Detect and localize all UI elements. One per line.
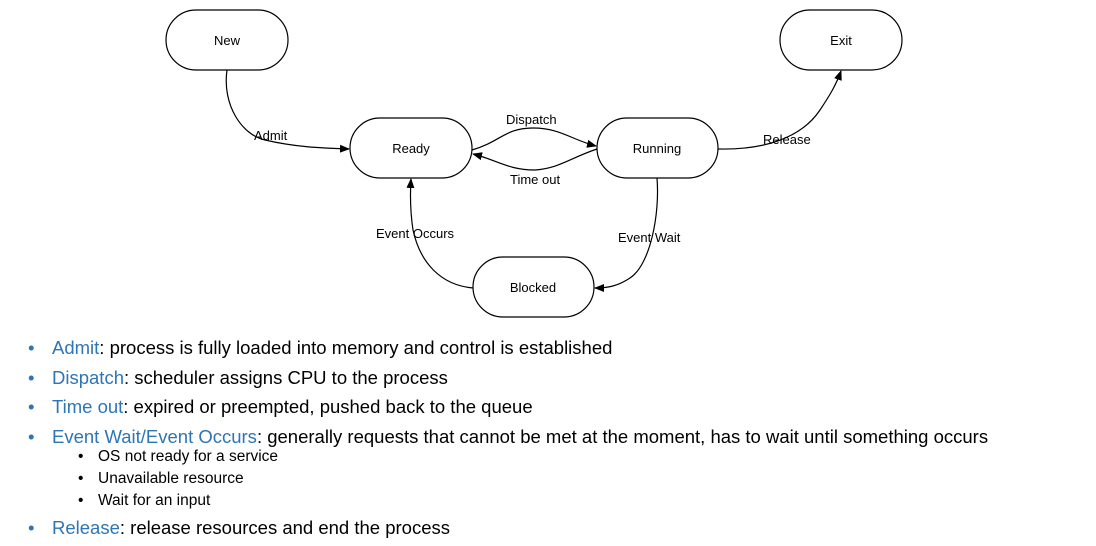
state-exit[interactable]: Exit [779, 9, 903, 71]
label-dispatch: Dispatch [506, 112, 557, 127]
state-running-label: Running [633, 141, 681, 156]
edge-timeout [472, 148, 598, 171]
label-admit: Admit [254, 128, 288, 143]
label-timeout: Time out [510, 172, 560, 187]
list-item: OS not ready for a service [78, 446, 1088, 468]
definition-text: : expired or preempted, pushed back to t… [123, 396, 533, 417]
label-event-wait: Event Wait [618, 230, 681, 245]
definition-release: Release: release resources and end the p… [28, 513, 1088, 543]
edge-dispatch [471, 127, 597, 151]
definition-admit: Admit: process is fully loaded into memo… [28, 333, 1088, 363]
definition-text: : scheduler assigns CPU to the process [123, 366, 448, 388]
state-ready-label: Ready [392, 141, 430, 156]
label-release: Release [763, 132, 811, 147]
edge-event-occurs [406, 178, 474, 289]
definition-dispatch: Dispatch: scheduler assigns CPU to the p… [28, 363, 1088, 393]
state-ready[interactable]: Ready [349, 117, 473, 179]
state-running[interactable]: Running [596, 117, 719, 179]
edge-release [717, 70, 842, 150]
state-blocked-label: Blocked [510, 280, 556, 295]
definition-timeout: Time out: expired or preempted, pushed b… [28, 392, 1088, 422]
term-release: Release [52, 517, 120, 538]
state-new[interactable]: New [165, 9, 289, 71]
state-exit-label: Exit [830, 33, 852, 48]
term-event: Event Wait/Event Occurs [52, 425, 257, 447]
state-new-label: New [214, 33, 241, 48]
label-event-occurs: Event Occurs [376, 226, 455, 241]
edge-admit [225, 69, 350, 153]
term-dispatch: Dispatch [52, 366, 124, 388]
state-diagram: New Exit Ready Running Blocked Admit Dis… [165, 9, 903, 318]
definition-text: : process is fully loaded into memory an… [99, 337, 613, 358]
state-blocked[interactable]: Blocked [472, 256, 595, 318]
term-admit: Admit [52, 337, 100, 358]
list-item: Unavailable resource [78, 468, 1088, 490]
term-timeout: Time out [52, 396, 124, 417]
definitions-list: Admit: process is fully loaded into memo… [28, 333, 1088, 543]
definition-text: : release resources and end the process [119, 517, 450, 538]
edge-event-wait [594, 177, 659, 292]
definition-event: Event Wait/Event Occurs: generally reque… [28, 422, 1088, 513]
list-item: Wait for an input [78, 490, 1088, 512]
definition-text: : generally requests that cannot be met … [256, 425, 989, 447]
event-examples-list: OS not ready for a service Unavailable r… [52, 446, 1088, 512]
